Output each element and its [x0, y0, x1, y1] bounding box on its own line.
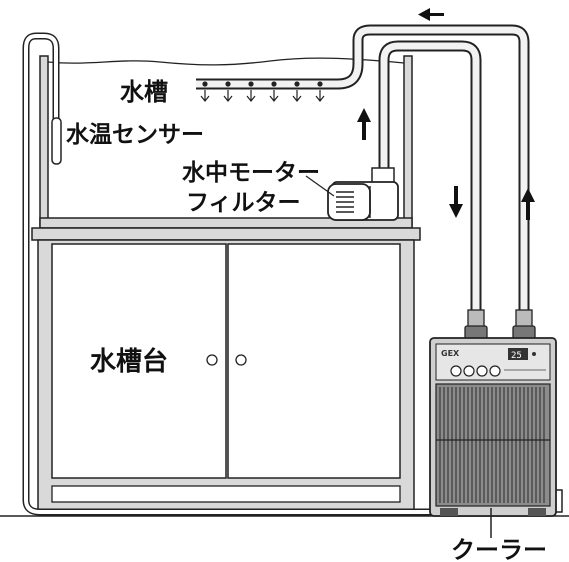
- arrow-down-icon: [449, 186, 463, 218]
- label-filter-line1: 水中モーター: [182, 160, 320, 186]
- tank-right-wall: [403, 55, 413, 227]
- cooler-button-4: [489, 365, 501, 377]
- arrow-up-icon: [521, 188, 535, 220]
- tank-left-wall: [39, 55, 49, 227]
- aquarium-stand: [31, 227, 421, 511]
- return-tube-core: [196, 26, 528, 328]
- cooler-grille-slats: [436, 387, 550, 503]
- outlet-2: [223, 81, 233, 102]
- cooler-grille: [435, 383, 551, 507]
- cooler-inlet-fitting: [467, 309, 485, 329]
- cooler-foot-right: [528, 508, 546, 516]
- label-tank: 水槽: [120, 78, 168, 106]
- outlet-5: [292, 81, 302, 102]
- outlet-3: [246, 81, 256, 102]
- outlet-1: [200, 81, 210, 102]
- cooler-button-2: [463, 365, 475, 377]
- cooler-button-1: [450, 365, 462, 377]
- flow-arrows: [357, 8, 535, 220]
- arrow-left-icon: [418, 8, 444, 21]
- stand-left-door: [51, 243, 227, 479]
- label-filter-line2: フィルター: [186, 190, 301, 216]
- spray-bar-outlets: [200, 81, 325, 102]
- aquarium-tank: [39, 55, 413, 229]
- sensor-cable-core: [24, 34, 520, 514]
- stand-right-door: [227, 243, 401, 479]
- filter-grille-icon: [336, 191, 354, 213]
- cooler-temp-display: [508, 348, 528, 360]
- cooler-foot-left: [440, 508, 458, 516]
- cooler-temp-readout: 25: [511, 351, 522, 361]
- outlet-4: [269, 81, 279, 102]
- label-cooler: クーラー: [451, 536, 547, 562]
- label-stand: 水槽台: [90, 346, 168, 377]
- stand-top: [31, 227, 421, 241]
- aquarium-cooler: [429, 309, 557, 517]
- label-sensor: 水温センサー: [66, 122, 204, 148]
- arrow-up-icon: [357, 108, 371, 140]
- water-surface: [47, 57, 405, 66]
- submersible-filter: [327, 167, 399, 221]
- door-knob-left: [206, 354, 218, 366]
- intake-tube-core: [380, 42, 480, 328]
- cooler-button-3: [476, 365, 488, 377]
- door-knob-right: [235, 354, 247, 366]
- outlet-6: [315, 81, 325, 102]
- sensor-cable-connector: [556, 489, 563, 513]
- stand-base-shelf: [51, 485, 401, 503]
- cooler-brand-logo: GEX: [441, 349, 460, 358]
- cooler-outlet-fitting: [515, 309, 533, 329]
- filter-leader-line: [305, 175, 335, 197]
- cooler-indicator-led: [532, 352, 536, 356]
- temperature-sensor-probe: [51, 117, 62, 165]
